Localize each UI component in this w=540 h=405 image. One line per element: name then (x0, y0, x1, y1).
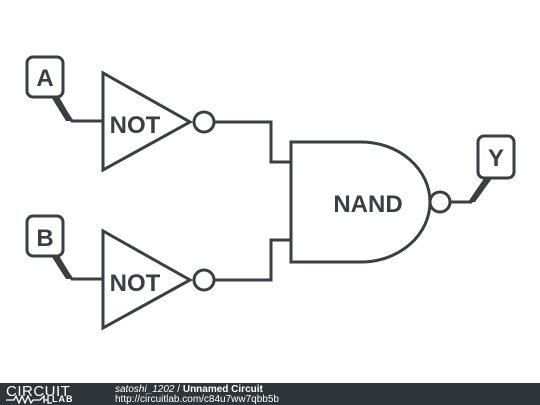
not-gate-top[interactable]: NOT (101, 70, 216, 173)
pin-a-label: A (36, 65, 53, 92)
circuit-name[interactable]: Unnamed Circuit (182, 384, 263, 395)
input-pin-b[interactable]: B (25, 214, 103, 281)
circuitlab-logo[interactable]: CIRCUIT LAB (6, 383, 96, 404)
author-line: satoshi_1202 / Unnamed Circuit (115, 384, 263, 395)
input-pin-a[interactable]: A (25, 55, 103, 123)
circuit-url[interactable]: http://circuitlab.com/c84u7ww7qbb5b (115, 394, 279, 405)
pin-b-pointer (50, 254, 73, 279)
pin-y-box (476, 134, 516, 180)
pin-a-pointer (50, 95, 73, 121)
wire-not-bottom-to-nand (214, 238, 291, 282)
footer-bar: CIRCUIT LAB satoshi_1202 / Unnamed Circu… (0, 383, 540, 405)
not-top-triangle (101, 70, 194, 173)
not-bottom-bubble (192, 268, 216, 292)
author-separator: / (174, 384, 183, 395)
output-pin-y[interactable]: Y (450, 134, 516, 204)
circuit-diagram: A B NOT NOT NAND Y (25, 55, 516, 331)
pin-y-pointer (468, 177, 493, 202)
logo-text-lab: LAB (52, 394, 74, 404)
author-link[interactable]: satoshi_1202 (115, 384, 175, 395)
not-gate-bottom[interactable]: NOT (101, 228, 216, 331)
pin-b-box (25, 214, 65, 258)
logo-resistor-icon (6, 395, 52, 404)
pin-b-label: B (36, 225, 53, 252)
not-top-bubble (192, 110, 216, 134)
not-bottom-label: NOT (110, 270, 161, 297)
not-top-label: NOT (110, 112, 161, 139)
nand-bubble (428, 190, 452, 214)
pin-a-box (25, 55, 65, 99)
nand-gate[interactable]: NAND (289, 140, 452, 264)
pin-y-label: Y (488, 145, 504, 172)
wire-not-top-to-nand (214, 120, 291, 164)
not-bottom-triangle (101, 228, 194, 331)
nand-label: NAND (333, 191, 402, 218)
